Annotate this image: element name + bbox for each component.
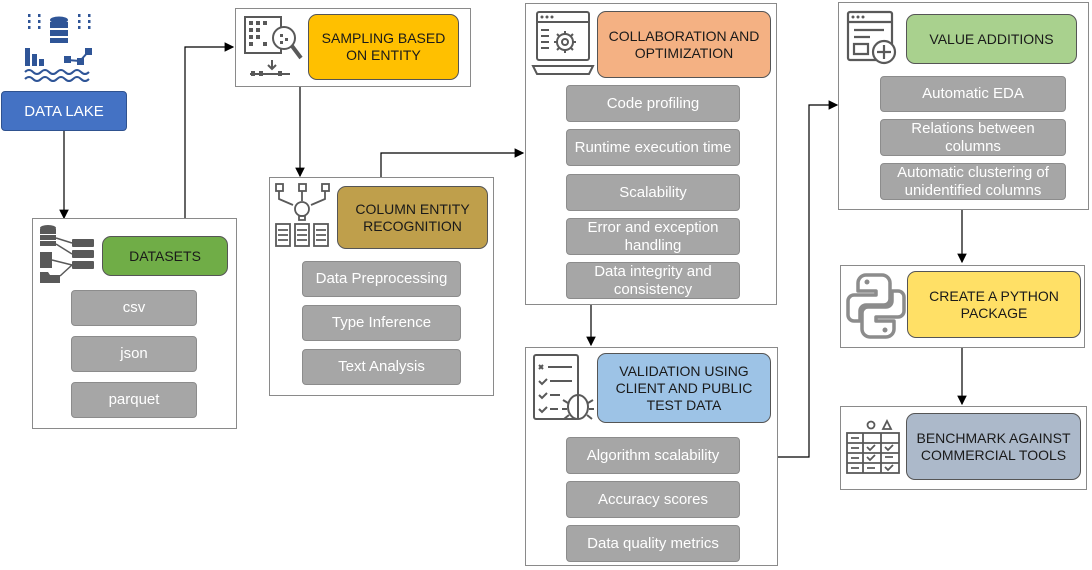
column-entity-icon: [274, 182, 332, 253]
collaboration-item-code-profiling: Code profiling: [566, 85, 740, 122]
window-add-icon: [846, 10, 900, 73]
benchmark-label: BENCHMARK AGAINST COMMERCIAL TOOLS: [906, 413, 1081, 480]
collaboration-label: COLLABORATION AND OPTIMIZATION: [597, 11, 771, 78]
collaboration-item-runtime: Runtime execution time: [566, 129, 740, 166]
collaboration-item-scalability: Scalability: [566, 174, 740, 211]
laptop-gear-icon: [531, 10, 595, 83]
column-entity-item-preprocessing: Data Preprocessing: [302, 261, 461, 297]
value-additions-item-eda: Automatic EDA: [880, 76, 1066, 112]
checklist-bug-icon: [532, 353, 596, 428]
collaboration-item-data-integrity: Data integrity and consistency: [566, 262, 740, 299]
validation-label: VALIDATION USING CLIENT AND PUBLIC TEST …: [597, 353, 771, 423]
database-server-icon: [38, 224, 96, 289]
column-entity-label: COLUMN ENTITY RECOGNITION: [337, 186, 488, 249]
datasets-item-parquet: parquet: [71, 382, 197, 418]
sampling-search-icon: [242, 14, 304, 85]
arrow-column-to-collab: [380, 148, 525, 177]
validation-item-accuracy-scores: Accuracy scores: [566, 481, 740, 518]
value-additions-item-relations: Relations between columns: [880, 119, 1066, 156]
datasets-label: DATASETS: [102, 236, 228, 276]
data-lake-label: DATA LAKE: [1, 91, 127, 131]
value-additions-label: VALUE ADDITIONS: [906, 14, 1077, 64]
column-entity-item-type-inference: Type Inference: [302, 305, 461, 341]
comparison-table-icon: [845, 418, 901, 482]
collaboration-item-error-handling: Error and exception handling: [566, 218, 740, 255]
value-additions-item-clustering: Automatic clustering of unidentified col…: [880, 163, 1066, 200]
datasets-item-json: json: [71, 336, 197, 372]
validation-item-algorithm-scalability: Algorithm scalability: [566, 437, 740, 474]
validation-item-data-quality: Data quality metrics: [566, 525, 740, 562]
data-lake-icon: [22, 12, 96, 89]
arrow-validation-to-value: [778, 100, 839, 458]
sampling-label: SAMPLING BASED ON ENTITY: [308, 14, 459, 80]
datasets-item-csv: csv: [71, 290, 197, 326]
arrow-datasets-to-sampling: [184, 42, 235, 218]
python-logo-icon: [846, 272, 906, 345]
column-entity-item-text-analysis: Text Analysis: [302, 349, 461, 385]
python-package-label: CREATE A PYTHON PACKAGE: [907, 271, 1081, 338]
